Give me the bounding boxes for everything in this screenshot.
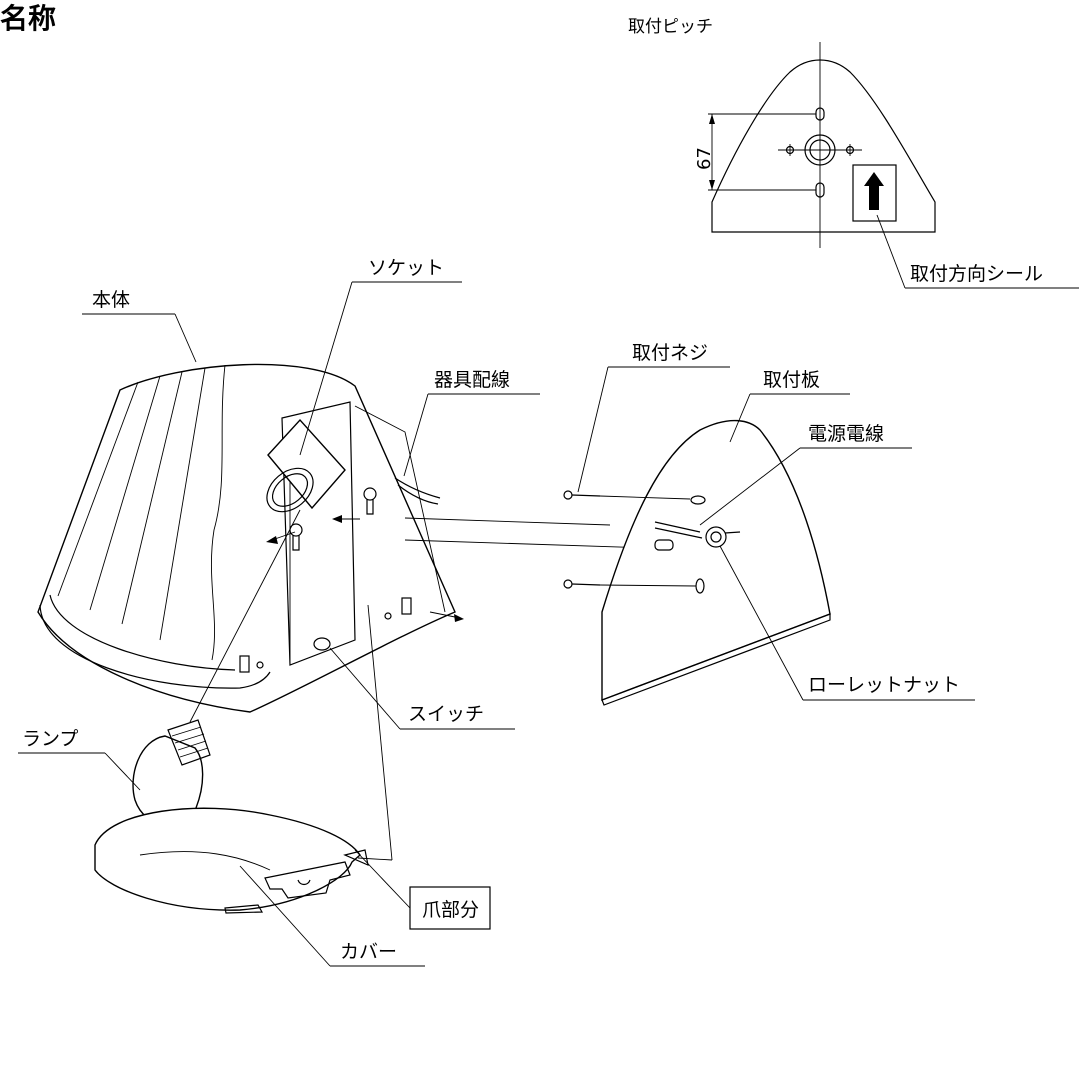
knurled-nut [705, 526, 727, 548]
mounting-screw-top [563, 490, 691, 500]
socket [267, 418, 346, 510]
pitch-center-knob [804, 134, 836, 166]
direction-seal [852, 164, 897, 222]
switch-hole [313, 637, 331, 651]
label-lamp: ランプ [22, 728, 78, 750]
label-dengen-densen: 電源電線 [808, 423, 884, 445]
page-title: 名称 [0, 2, 56, 35]
pitch-title: 取付ピッチ [628, 17, 713, 37]
label-tsume-bubun: 爪部分 [422, 899, 479, 921]
label-roretto-natto: ローレットナット [808, 674, 960, 696]
up-arrow-icon [864, 172, 884, 210]
label-socket: ソケット [368, 257, 444, 279]
pitch-dimension: 67 [694, 147, 715, 170]
mounting-plate [563, 419, 831, 706]
cover [94, 807, 369, 914]
label-cover: カバー [340, 941, 397, 963]
label-toritsuke-ita: 取付板 [763, 369, 820, 391]
seal-label: 取付方向シール [910, 263, 1043, 285]
label-switch: スイッチ [408, 703, 484, 725]
mounting-screw-bottom [563, 579, 697, 589]
mounting-pitch-inset: 取付ピッチ 67 取付方向シール [628, 17, 1079, 289]
label-box-tsume [409, 886, 491, 930]
pitch-plate-outline [711, 59, 936, 233]
label-honntai: 本体 [92, 289, 130, 311]
label-kigu-haisen: 器具配線 [434, 369, 510, 391]
label-toritsuke-neji: 取付ネジ [632, 342, 708, 364]
labels: 本体 ソケット 器具配線 取付ネジ 取付板 電源電線 ローレットナット スイッチ [18, 257, 975, 967]
main-body [37, 363, 651, 713]
lamp [132, 509, 301, 827]
